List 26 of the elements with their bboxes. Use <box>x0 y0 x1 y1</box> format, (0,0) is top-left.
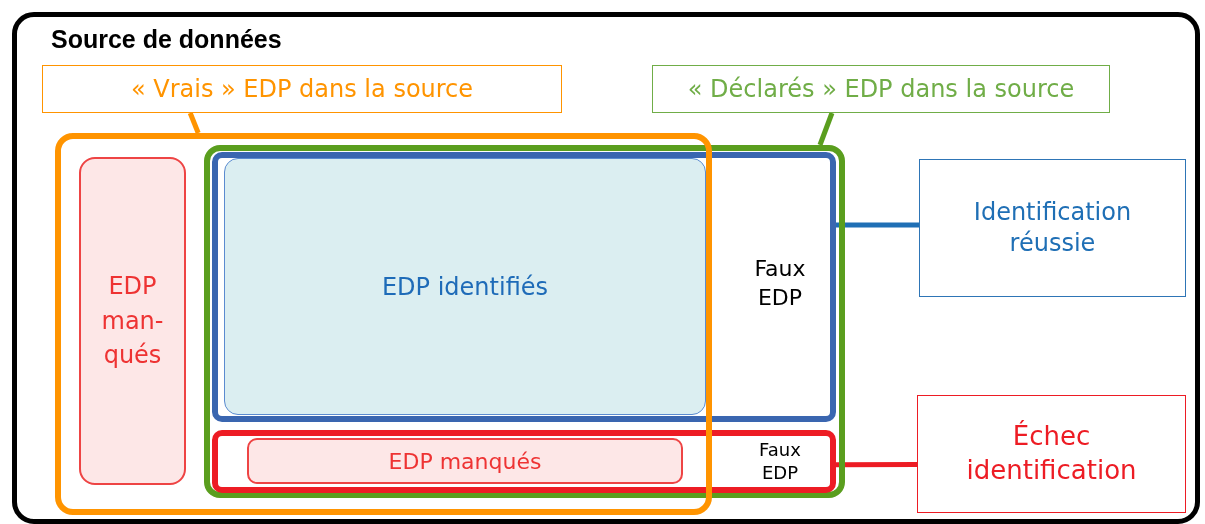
leader-line <box>187 112 201 134</box>
set-outline <box>212 152 836 422</box>
region-label: Faux EDP <box>753 255 807 312</box>
box-label: EDP identifiés <box>381 272 549 301</box>
leader-line <box>817 112 835 146</box>
set-caption-box <box>652 65 1110 113</box>
frame-title: Source de données <box>51 25 282 54</box>
result-box <box>917 395 1186 513</box>
box-label: Identification réussie <box>972 196 1133 259</box>
category-box <box>247 438 683 484</box>
set-outline <box>212 430 836 493</box>
category-box <box>224 158 706 415</box>
connector-line <box>836 222 919 228</box>
box-label: Échec identification <box>965 420 1138 487</box>
set-outline <box>204 145 845 498</box>
box-label: « Déclarés » EDP dans la source <box>687 75 1075 103</box>
box-label: EDP manqués <box>388 448 542 474</box>
box-label: EDP man- qués <box>100 270 165 372</box>
set-caption-box <box>42 65 562 113</box>
outer-frame <box>12 12 1200 524</box>
set-outline <box>55 133 712 515</box>
connector-line <box>836 462 917 468</box>
box-label: « Vrais » EDP dans la source <box>130 75 474 103</box>
region-label: Faux EDP <box>758 438 802 485</box>
result-box <box>919 159 1186 297</box>
category-box <box>79 157 186 485</box>
